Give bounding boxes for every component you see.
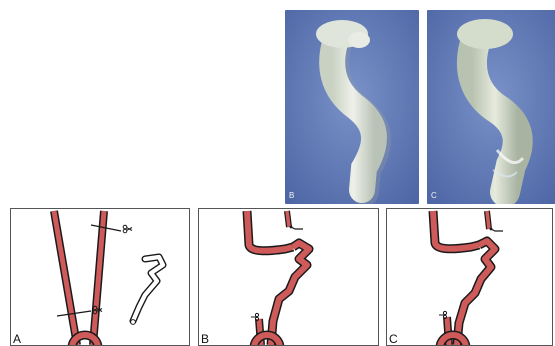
diagram-panel-b: B — [198, 208, 379, 346]
diagram-b-drawing — [199, 209, 379, 346]
diagram-a-drawing — [11, 209, 190, 346]
photo-b-image — [285, 10, 419, 204]
photo-c-label: C — [431, 192, 437, 200]
needle-holder-icon — [290, 226, 303, 229]
diagram-panel-a: A — [10, 208, 190, 346]
photo-b-label: B — [289, 192, 294, 200]
diagram-a-label: A — [13, 333, 21, 345]
photo-b-model: B — [285, 10, 419, 204]
scissors-icon — [123, 225, 132, 233]
diagram-b-label: B — [201, 333, 209, 345]
diagram-c-label: C — [389, 333, 398, 345]
photo-c-image — [427, 10, 555, 204]
diagram-panel-c: C — [386, 208, 553, 346]
diagram-c-drawing — [387, 209, 553, 346]
photo-c-model: C — [427, 10, 555, 204]
needle-holder-icon — [490, 228, 503, 231]
